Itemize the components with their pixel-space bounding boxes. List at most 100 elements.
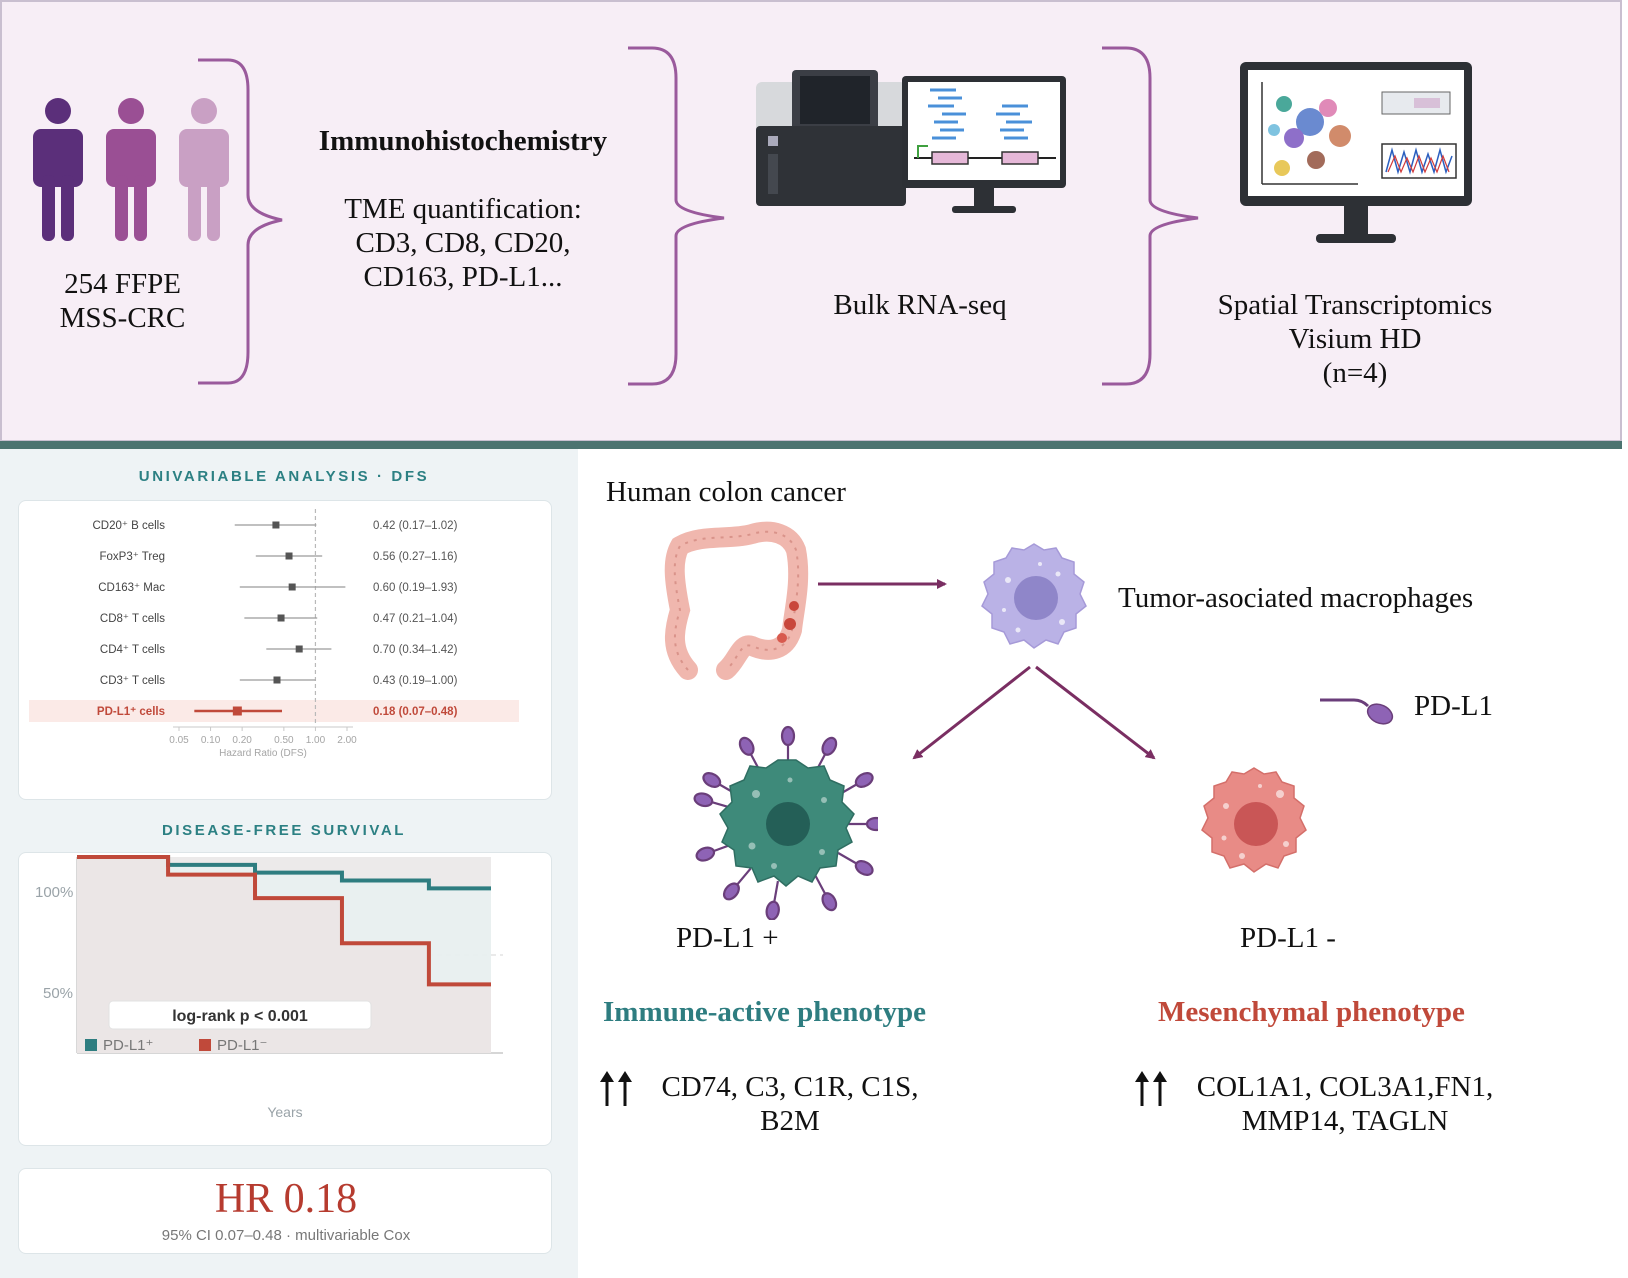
forest-row-label: CD4⁺ T cells: [100, 644, 165, 656]
forest-tick-label: 0.10: [201, 735, 221, 746]
ihc-block: Immunohistochemistry TME quantification:…: [288, 124, 638, 294]
patients-icon: [33, 98, 229, 241]
neg-genes-line2: MMP14, TAGLN: [1241, 1105, 1449, 1137]
forest-row-value: 0.70 (0.34–1.42): [373, 644, 458, 656]
bulk-label: Bulk RNA-seq: [833, 289, 1007, 321]
forest-row-label: PD-L1⁺ cells: [97, 706, 165, 718]
ihc-title: Immunohistochemistry: [318, 125, 608, 157]
forest-row-label: CD163⁺ Mac: [98, 582, 165, 594]
pdl1-spike-head: [738, 736, 755, 756]
brace-3: [1102, 46, 1199, 386]
pdl1-spike-head: [702, 772, 722, 788]
pdl1-spike-head: [865, 816, 878, 832]
upregulated-pos-icon: [600, 1071, 632, 1106]
pdl1-neg-cell-icon: [1201, 767, 1307, 873]
pdl1-pos-label: PD-L1 +: [676, 922, 779, 954]
neg-genes-line1: COL1A1, COL3A1,FN1,: [1196, 1071, 1494, 1103]
cohort-line1: 254 FFPE: [64, 268, 181, 300]
forest-row-value: 0.42 (0.17–1.02): [373, 520, 458, 532]
forest-row-label: CD20⁺ B cells: [92, 520, 165, 532]
hr-value: HR 0.18: [214, 1176, 358, 1222]
forest-tick-label: 0.20: [232, 735, 252, 746]
upregulated-neg-icon: [1135, 1071, 1167, 1106]
km-xlabel: Years: [267, 1104, 302, 1120]
brace-1: [198, 58, 283, 385]
neg-genes: COL1A1, COL3A1,FN1, MMP14, TAGLN: [1175, 1070, 1515, 1138]
pdl1-neg-label: PD-L1 -: [1240, 922, 1336, 954]
cohort-line2: MSS-CRC: [59, 302, 186, 334]
pdl1-receptor-icon: [1320, 698, 1394, 725]
forest-point: [272, 521, 280, 529]
tam-cell-icon: [981, 543, 1087, 649]
forest-point: [277, 614, 285, 622]
forest-row-label: CD8⁺ T cells: [100, 613, 165, 625]
spatial-line3: (n=4): [1322, 357, 1388, 389]
km-pvalue-box: [108, 1000, 372, 1030]
forest-point: [295, 645, 303, 653]
km-legend-swatch-neg: [199, 1039, 211, 1051]
km-title: DISEASE-FREE SURVIVAL: [161, 822, 407, 839]
workflow-braces: [198, 46, 1199, 386]
forest-row-label: CD3⁺ T cells: [100, 675, 165, 687]
spatial-label: Spatial Transcriptomics Visium HD (n=4): [1190, 288, 1520, 390]
km-legend-neg: PD-L1⁻: [217, 1037, 267, 1054]
km-ytick-100: 100%: [35, 884, 73, 901]
spatial-line1: Spatial Transcriptomics: [1217, 289, 1493, 321]
hr-ci: 95% CI 0.07–0.48 · multivariable Cox: [161, 1227, 411, 1244]
pdl1-spike-head: [780, 725, 796, 747]
forest-row-label: FoxP3⁺ Treg: [99, 551, 165, 563]
forest-tick-label: 2.00: [337, 735, 357, 746]
arrow-tam-to-pos: [912, 665, 1031, 760]
forest-tick-label: 1.00: [306, 735, 326, 746]
pdl1-spike-stem: [814, 874, 827, 896]
pos-genes-line1: CD74, C3, C1R, C1S,: [661, 1071, 919, 1103]
pos-genes: CD74, C3, C1R, C1S, B2M: [640, 1070, 940, 1138]
pdl1-spike-stem: [773, 880, 780, 903]
forest-row-value: 0.60 (0.19–1.93): [373, 582, 458, 594]
colon-icon: [664, 521, 809, 680]
pdl1-spike-stem: [735, 867, 752, 886]
pdl1-pos-cell-icon: [693, 725, 878, 920]
forest-point: [285, 552, 293, 560]
pos-genes-line2: B2M: [760, 1105, 820, 1137]
colon-label: Human colon cancer: [606, 476, 846, 508]
forest-title: UNIVARIABLE ANALYSIS · DFS: [138, 468, 430, 485]
cohort-label: 254 FFPE MSS-CRC: [20, 267, 225, 335]
pdl1-legend-label: PD-L1: [1414, 690, 1493, 722]
km-ytick-50: 50%: [43, 985, 73, 1002]
spatial-line2: Visium HD: [1288, 323, 1422, 355]
pdl1-spike-head: [722, 882, 740, 901]
pdl1-spike-head: [854, 772, 874, 788]
forest-point: [273, 676, 281, 684]
km-legend-pos: PD-L1⁺: [103, 1037, 153, 1054]
forest-tick-label: 0.50: [274, 735, 294, 746]
pos-phenotype: Immune-active phenotype: [603, 996, 927, 1028]
km-pvalue: log-rank p < 0.001: [172, 1008, 308, 1025]
section-divider: [0, 441, 1622, 449]
forest-xlabel: Hazard Ratio (DFS): [219, 748, 307, 759]
hr-card: HR 0.18 95% CI 0.07–0.48 · multivariable…: [18, 1168, 552, 1254]
forest-row-value: 0.18 (0.07–0.48): [373, 706, 458, 718]
forest-point: [288, 583, 296, 591]
forest-tick-label: 0.05: [169, 735, 189, 746]
tam-label: Tumor-asociated macrophages: [1118, 582, 1474, 614]
spatial-monitor-icon: [1240, 62, 1472, 243]
km-curve-neg: [77, 855, 491, 987]
km-legend-swatch-pos: [85, 1039, 97, 1051]
forest-row-value: 0.43 (0.19–1.00): [373, 675, 458, 687]
pdl1-spike-head: [693, 792, 714, 808]
pdl1-spike-stem: [837, 852, 858, 865]
ihc-line1: TME quantification:: [344, 193, 582, 225]
pdl1-spike-head: [695, 846, 716, 862]
neg-phenotype: Mesenchymal phenotype: [1158, 996, 1465, 1028]
pdl1-spike-head: [821, 892, 838, 912]
pdl1-spike-head: [854, 860, 874, 876]
forest-row-value: 0.47 (0.21–1.04): [373, 613, 458, 625]
ihc-line2: CD3, CD8, CD20,: [355, 227, 571, 259]
